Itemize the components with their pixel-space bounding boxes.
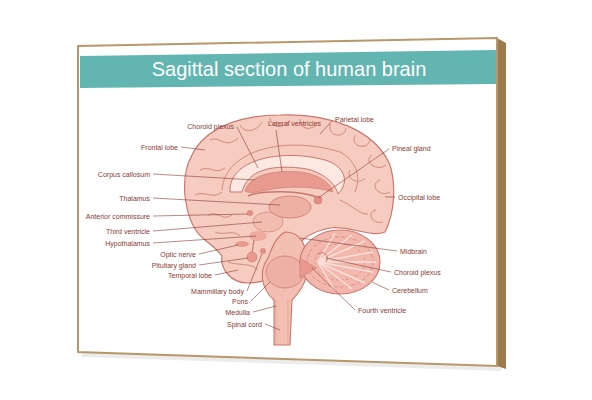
title: Sagittal section of human brain (152, 57, 427, 81)
part-label: Midbrain (400, 247, 427, 256)
part-label: Occipital lobe (398, 193, 440, 202)
thalamus (269, 196, 311, 218)
corpus-callosum (230, 155, 344, 194)
fourth-ventricle (300, 258, 316, 278)
brainstem (262, 232, 307, 345)
part-label: Temporal lobe (168, 271, 212, 280)
title-band (80, 50, 496, 88)
optic-nerve (235, 241, 249, 247)
part-label: Parietal lobe (335, 115, 374, 124)
pons (266, 256, 304, 288)
part-label: Pituitary gland (152, 261, 196, 270)
anterior-commissure (247, 210, 253, 216)
board (78, 38, 497, 366)
part-label: Pons (232, 297, 248, 306)
part-label: Thalamus (119, 194, 150, 203)
part-label: Mammillary body (191, 287, 244, 296)
part-label: Pineal gland (392, 144, 431, 153)
part-label: Hypothalamus (105, 239, 150, 248)
part-label: Anterior commissure (86, 212, 150, 221)
lateral-ventricle (245, 172, 333, 193)
part-label: Lateral ventricles (268, 119, 321, 128)
part-label: Spinal cord (227, 320, 262, 329)
pineal-gland (314, 196, 322, 204)
pituitary-stalk (252, 240, 254, 253)
part-label: Optic nerve (160, 250, 196, 259)
part-label: Frontal lobe (141, 143, 178, 152)
leader-lines (153, 121, 397, 330)
part-label: Corpus callosum (98, 170, 150, 179)
choroid-plexus (318, 253, 327, 262)
pituitary-gland (247, 252, 257, 262)
mammillary-body (260, 248, 266, 254)
part-label: Choroid plexus (394, 268, 441, 277)
part-label: Fourth ventricle (358, 306, 406, 315)
medulla-lines (276, 300, 288, 343)
part-label: Choroid plexus (187, 122, 234, 131)
frame-side (497, 38, 506, 369)
part-label: Cerebellum (392, 286, 428, 295)
part-label: Medulla (225, 308, 250, 317)
part-label: Third ventricle (106, 227, 150, 236)
